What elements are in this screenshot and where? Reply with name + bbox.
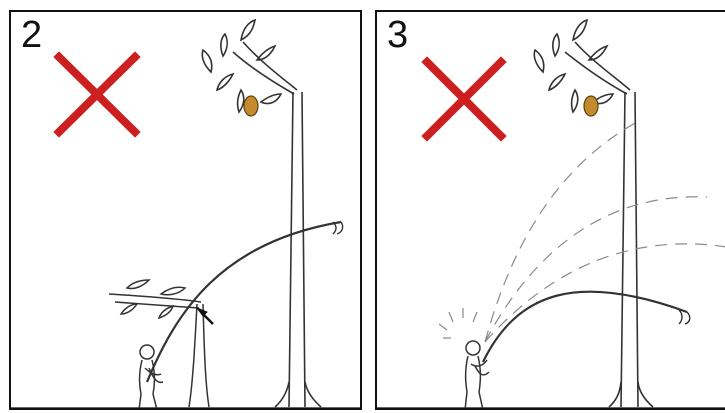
motion-marks (439, 308, 477, 338)
tall-tree (534, 20, 653, 407)
panel-3-illustration (377, 12, 725, 410)
swing-trajectory (485, 122, 725, 342)
panel-2: 2 (9, 10, 362, 410)
fruit (584, 96, 598, 116)
person (465, 341, 489, 410)
fruit (244, 96, 258, 116)
contact-arrow (197, 308, 213, 324)
panel-2-illustration (11, 12, 362, 410)
picking-pole (147, 222, 341, 382)
picking-pole (483, 292, 687, 362)
tall-tree (202, 20, 321, 407)
panel-3: 3 (375, 10, 725, 410)
red-x-icon (427, 62, 501, 136)
red-x-icon (59, 57, 135, 132)
